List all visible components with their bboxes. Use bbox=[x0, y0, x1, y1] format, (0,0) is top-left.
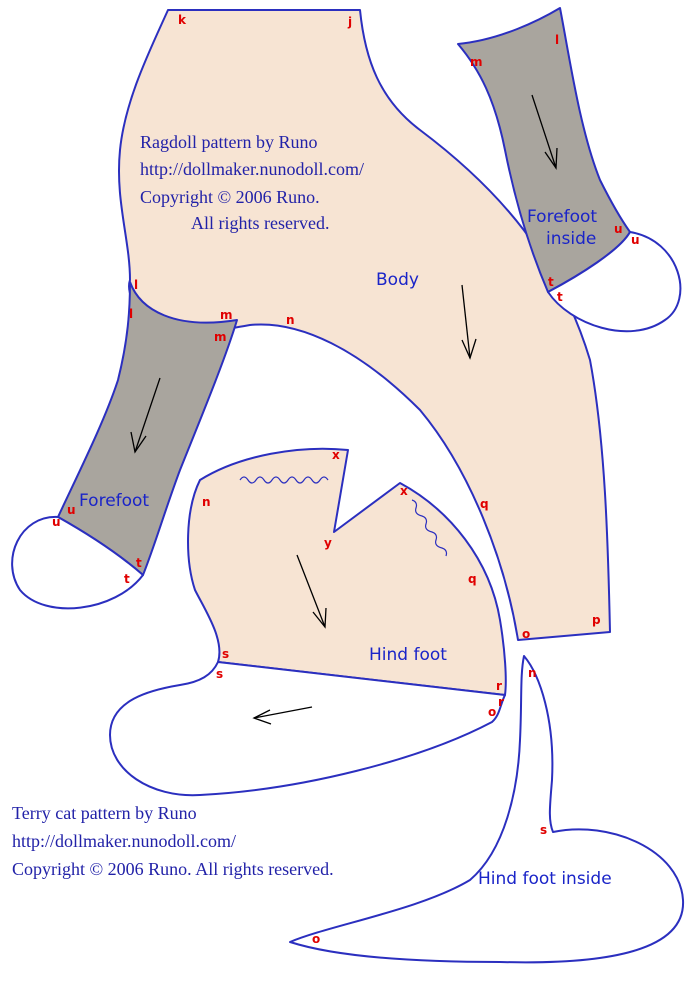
hind-foot-inside-piece bbox=[289, 655, 685, 964]
point-label-r: r bbox=[496, 679, 502, 693]
hind-foot-toe bbox=[109, 661, 506, 797]
point-label-s: s bbox=[222, 647, 229, 661]
point-label-l: l bbox=[134, 278, 138, 292]
point-label-u: u bbox=[52, 515, 61, 529]
point-label-m: m bbox=[214, 330, 227, 344]
ragdoll-credit-line1: Ragdoll pattern by Runo bbox=[140, 132, 317, 152]
point-label-o: o bbox=[488, 705, 496, 719]
point-label-m: m bbox=[220, 308, 233, 322]
point-label-t: t bbox=[557, 290, 563, 304]
body-label: Body bbox=[376, 270, 419, 290]
stitch-mark bbox=[239, 476, 329, 484]
hind-foot-label: Hind foot bbox=[369, 645, 447, 665]
hind-foot-piece bbox=[187, 447, 507, 696]
forefoot-inside-paw bbox=[547, 231, 682, 333]
point-label-p: p bbox=[592, 613, 601, 627]
point-label-o: o bbox=[312, 932, 320, 946]
point-label-m: m bbox=[470, 55, 483, 69]
grain-arrow bbox=[461, 284, 477, 360]
hind-foot-inside-label: Hind foot inside bbox=[478, 869, 612, 889]
point-label-t: t bbox=[124, 572, 130, 586]
point-label-s: s bbox=[216, 667, 223, 681]
point-label-n: n bbox=[286, 313, 295, 327]
point-label-o: o bbox=[522, 627, 530, 641]
terry-credit-line1: Terry cat pattern by Runo bbox=[12, 803, 197, 823]
ragdoll-credit-line4: All rights reserved. bbox=[191, 213, 329, 233]
ragdoll-credit-line2: http://dollmaker.nunodoll.com/ bbox=[140, 159, 364, 179]
point-label-u: u bbox=[614, 222, 623, 236]
grain-arrow bbox=[252, 706, 313, 725]
body-piece bbox=[118, 9, 611, 641]
point-label-y: y bbox=[324, 536, 332, 550]
point-label-q: q bbox=[480, 497, 489, 511]
point-label-x: x bbox=[400, 484, 408, 498]
grain-arrow bbox=[130, 377, 161, 454]
point-label-t: t bbox=[136, 556, 142, 570]
point-label-n: n bbox=[528, 666, 537, 680]
terry-credit-line3: Copyright © 2006 Runo. All rights reserv… bbox=[12, 859, 334, 879]
point-label-u: u bbox=[67, 503, 76, 517]
point-label-l: l bbox=[555, 33, 559, 47]
ragdoll-credit-line3: Copyright © 2006 Runo. bbox=[140, 187, 320, 207]
point-label-j: j bbox=[347, 15, 352, 29]
forefoot-paw bbox=[11, 515, 144, 610]
point-label-n: n bbox=[202, 495, 211, 509]
point-label-x: x bbox=[332, 448, 340, 462]
terry-credit-line2: http://dollmaker.nunodoll.com/ bbox=[12, 831, 236, 851]
point-label-r: r bbox=[498, 695, 504, 709]
point-label-t: t bbox=[548, 275, 554, 289]
point-label-l: l bbox=[129, 307, 133, 321]
point-label-u: u bbox=[631, 233, 640, 247]
point-label-q: q bbox=[468, 572, 477, 586]
grain-arrow bbox=[531, 94, 558, 170]
forefoot-inside-label-1: Forefoot bbox=[527, 207, 597, 227]
point-label-k: k bbox=[178, 13, 187, 27]
point-label-s: s bbox=[540, 823, 547, 837]
forefoot-label: Forefoot bbox=[79, 491, 149, 511]
stitch-mark bbox=[411, 499, 448, 557]
forefoot-inside-label-2: inside bbox=[546, 229, 596, 249]
grain-arrow bbox=[296, 554, 327, 629]
